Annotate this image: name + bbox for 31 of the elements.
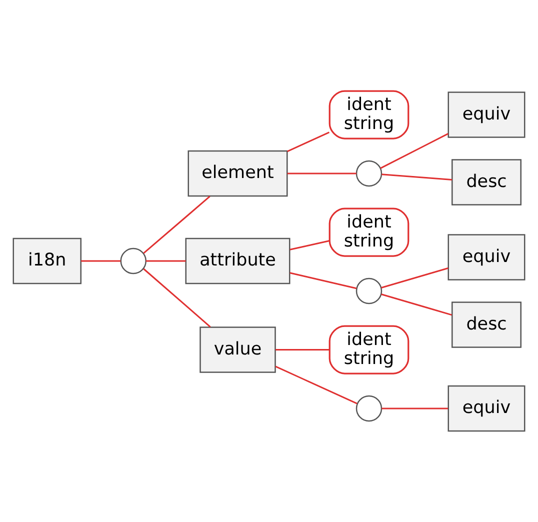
- node-box: equiv: [448, 92, 526, 138]
- connector: [381, 267, 448, 288]
- connector: [276, 349, 330, 350]
- connector: [287, 132, 330, 152]
- node-box: element: [188, 150, 288, 197]
- node-box: value: [200, 326, 276, 373]
- connector: [143, 268, 211, 328]
- node-circle: [356, 278, 382, 304]
- node-box: ident string: [328, 325, 410, 374]
- node-box: desc: [452, 159, 522, 206]
- connector: [290, 272, 357, 290]
- connector: [146, 260, 186, 262]
- connector: [290, 240, 330, 250]
- connector: [287, 172, 356, 174]
- node-circle: [356, 395, 382, 422]
- connector: [81, 260, 121, 262]
- node-box: equiv: [448, 234, 526, 280]
- connector: [382, 408, 448, 410]
- node-box: ident string: [328, 90, 410, 140]
- connector: [275, 366, 358, 404]
- node-box: equiv: [448, 385, 526, 432]
- node-box: i18n: [12, 238, 82, 284]
- node-circle: [356, 160, 382, 187]
- connector: [380, 133, 448, 169]
- connector: [382, 174, 452, 180]
- connector: [143, 196, 210, 254]
- node-box: desc: [452, 302, 522, 348]
- node-box: attribute: [185, 238, 290, 284]
- node-circle: [120, 248, 146, 274]
- node-box: ident string: [328, 208, 410, 257]
- connector: [381, 294, 452, 316]
